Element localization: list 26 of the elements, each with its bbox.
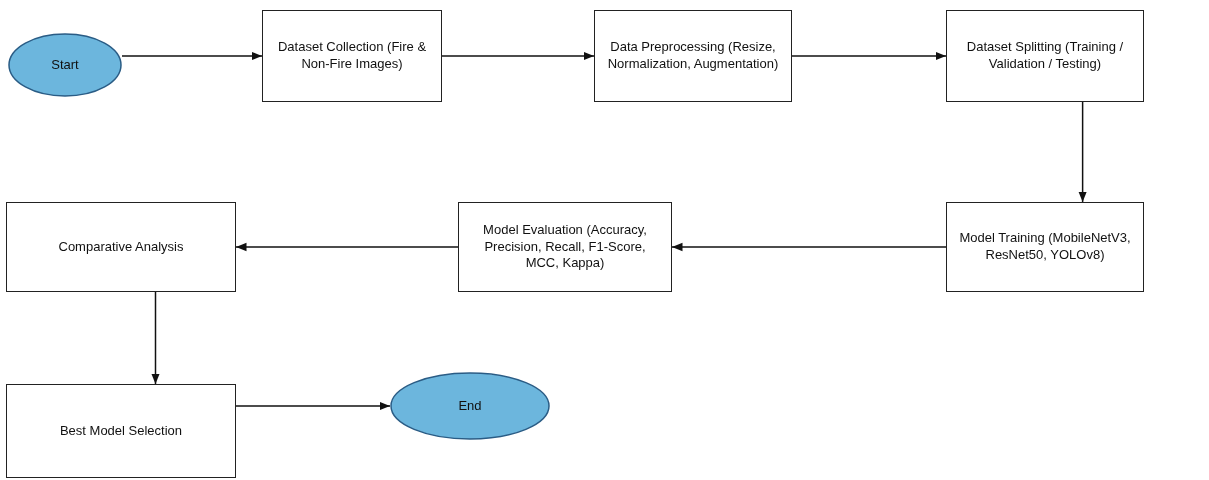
arrow: [121, 51, 263, 61]
node-label: Model Evaluation (Accuracy, Precision, Recall, F1-Score, MCC, Kappa): [482, 221, 648, 273]
terminal-ellipse: [390, 372, 550, 440]
node-label: Best Model Selection: [59, 422, 183, 440]
node-label: Dataset Collection (Fire & Non-Fire Images): [276, 39, 428, 73]
terminal-ellipse: [8, 33, 122, 97]
node-label: End: [458, 397, 482, 415]
process-box: [262, 10, 442, 102]
arrow: [671, 242, 947, 252]
node-label: Dataset Splitting (Training / Validation / Testing): [965, 39, 1125, 73]
arrow: [791, 51, 947, 61]
process-box: [6, 384, 236, 478]
process-box: [594, 10, 792, 102]
process-box: [946, 10, 1144, 102]
process-box: [458, 202, 672, 292]
node-label: Start: [51, 56, 79, 74]
node-label: Comparative Analysis: [58, 238, 184, 256]
arrow: [151, 291, 160, 385]
process-box: [946, 202, 1144, 292]
arrow: [1078, 101, 1087, 203]
arrow: [441, 51, 595, 61]
node-label: Data Preprocessing (Resize, Normalization, Augmentation): [606, 39, 780, 73]
arrow: [235, 401, 391, 411]
arrow: [235, 242, 459, 252]
node-label: Model Training (MobileNetV3, ResNet50, YOLOv8): [958, 230, 1132, 264]
process-box: [6, 202, 236, 292]
